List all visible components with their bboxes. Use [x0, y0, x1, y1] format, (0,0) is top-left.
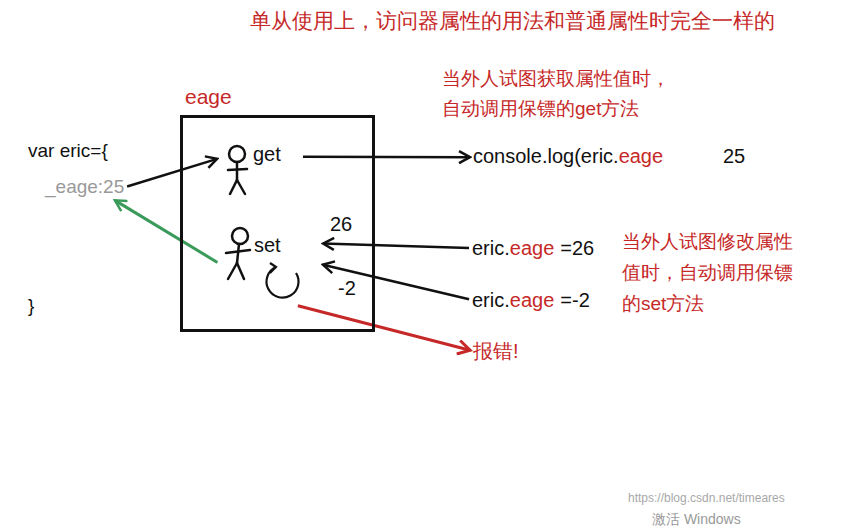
error-text: 报错! — [473, 339, 519, 363]
node-text: eric. — [472, 237, 510, 259]
data-property: _eage:25 — [45, 176, 124, 199]
edge-label: 26 — [328, 212, 354, 236]
node-text: =26 — [560, 237, 594, 259]
connector — [115, 200, 218, 262]
node-text: get — [253, 142, 281, 166]
title: 单从使用上，访问器属性的用法和普通属性时完全一样的 — [250, 8, 775, 33]
loop-arrowhead — [270, 263, 276, 273]
note: 当外人试图获取属性值时，自动调用保镖的get方法 — [442, 64, 678, 124]
node-text: eage — [185, 84, 232, 109]
node-text: eage — [510, 289, 555, 311]
node-text: 报错! — [473, 340, 519, 362]
node-text: } — [28, 295, 34, 318]
node-text: =-2 — [560, 289, 589, 311]
node-text: eage — [510, 237, 555, 259]
setter-figure: set — [220, 223, 320, 305]
output-value: 25 — [723, 144, 745, 168]
getter-figure: get — [220, 140, 300, 200]
code-line: console.log(eric.eage — [473, 144, 663, 168]
code-line: eric.eage=26 — [472, 236, 594, 260]
watermark: 激活 Windows — [652, 511, 741, 528]
connector — [303, 156, 470, 159]
node-text: eric. — [472, 289, 510, 311]
edge-label: -2 — [336, 276, 358, 300]
connector — [323, 265, 469, 300]
connector — [298, 306, 470, 350]
node-text: eage — [619, 145, 664, 167]
node-text: _eage:25 — [45, 176, 124, 197]
object-literal: var eric={} _eage:25 — [28, 140, 158, 325]
connector — [323, 244, 469, 248]
watermark: https://blog.csdn.net/timeares — [628, 491, 785, 505]
code-line: eric.eage=-2 — [472, 288, 590, 312]
node-text: console.log(eric. — [473, 145, 619, 167]
connector — [127, 159, 217, 187]
node-text: set — [254, 233, 281, 257]
note: 当外人试图修改属性值时，自动调用保镖的set方法 — [622, 226, 804, 319]
node-text: var eric={ — [28, 140, 108, 163]
